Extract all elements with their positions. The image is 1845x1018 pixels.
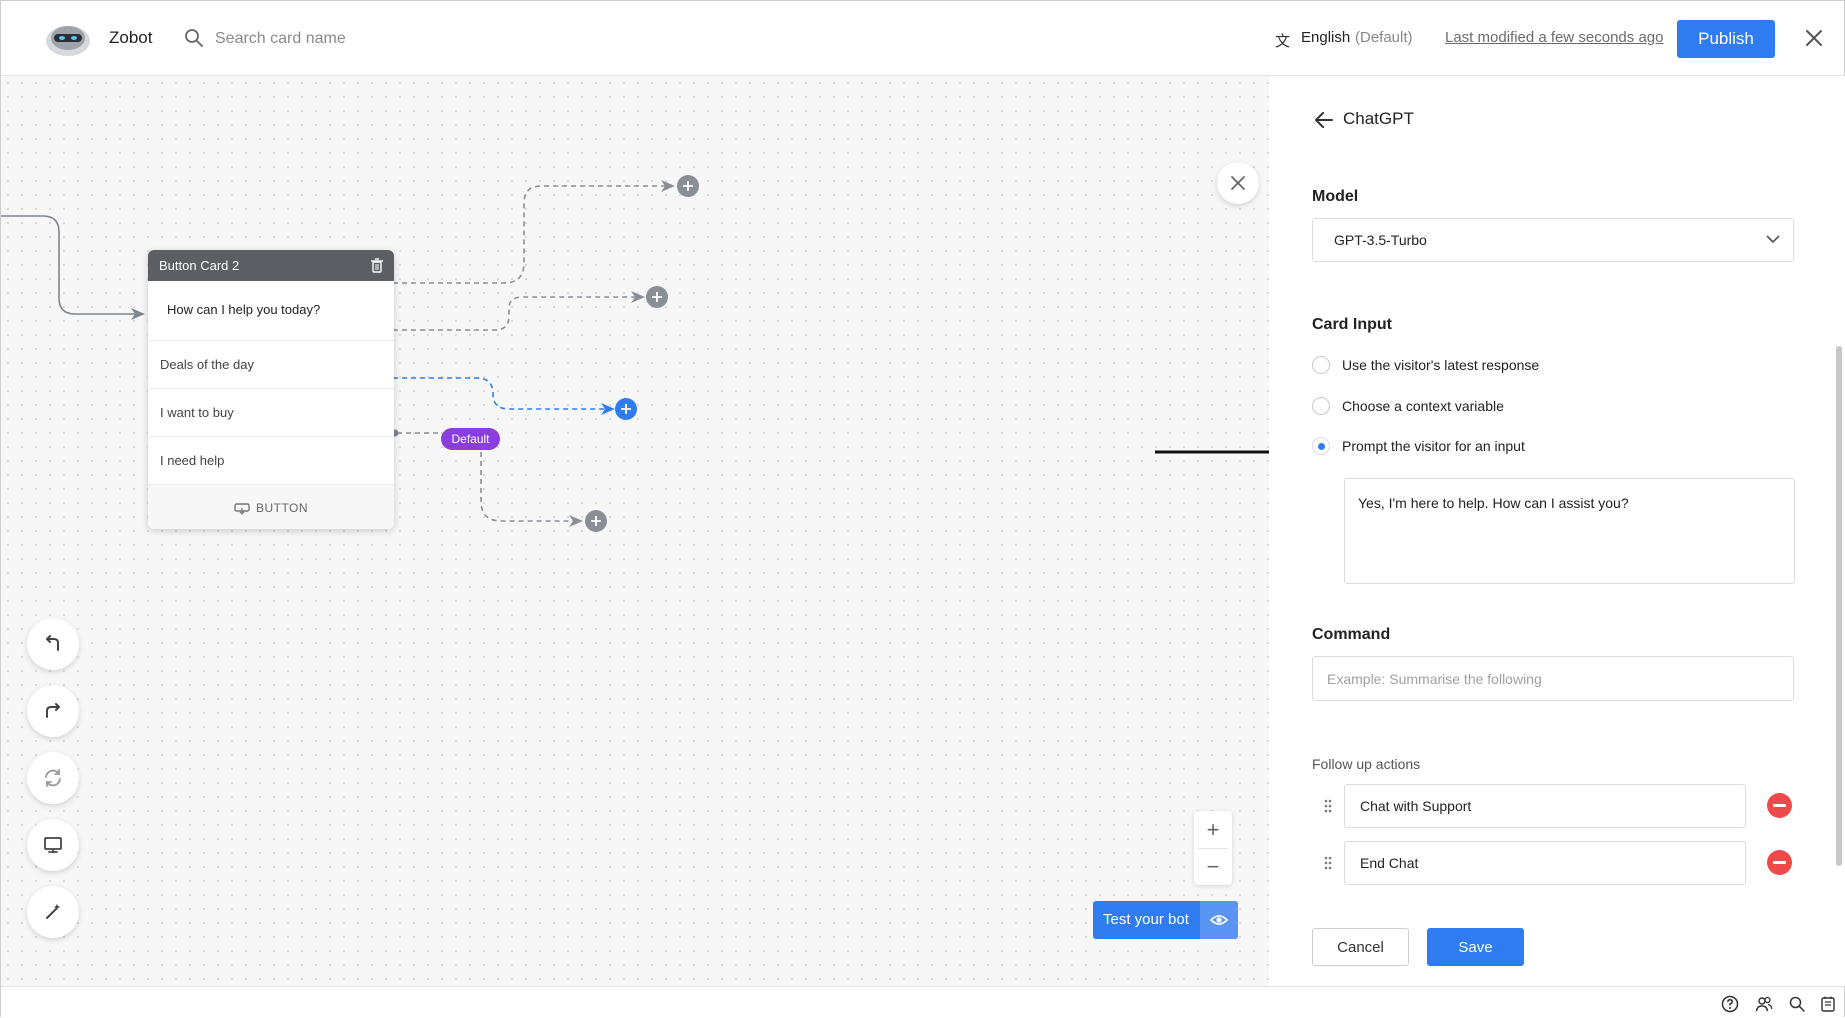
radio-button[interactable] [1312, 356, 1330, 374]
followup-text: End Chat [1360, 855, 1419, 871]
eye-icon [1210, 915, 1228, 925]
zoom-divider [1198, 848, 1228, 849]
radio-label: Prompt the visitor for an input [1342, 438, 1525, 454]
search-icon[interactable] [1788, 995, 1806, 1013]
card-title: Button Card 2 [159, 258, 240, 273]
zoom-in-button[interactable]: + [1206, 817, 1220, 842]
zoom-out-button[interactable]: − [1206, 854, 1220, 879]
zobot-logo [46, 26, 90, 56]
remove-followup-button[interactable] [1767, 793, 1792, 818]
users-icon[interactable] [1755, 995, 1773, 1013]
drag-handle-icon[interactable] [1324, 856, 1332, 870]
followup-row: End Chat [1312, 841, 1792, 885]
back-arrow-icon[interactable] [1314, 110, 1334, 130]
card-footer-label: BUTTON [255, 501, 309, 515]
card-option[interactable]: I need help [148, 437, 394, 485]
prompt-textarea[interactable]: Yes, I'm here to help. How can I assist … [1344, 478, 1795, 584]
chevron-down-icon [1766, 235, 1780, 244]
command-label: Command [1312, 626, 1391, 643]
auto-arrange-button[interactable] [27, 886, 79, 938]
language-default-note: (Default) [1355, 29, 1413, 46]
add-node-icon [615, 398, 637, 420]
search-icon [185, 29, 203, 47]
test-bot-button[interactable]: Test your bot [1093, 901, 1238, 939]
preview-toggle[interactable] [1200, 901, 1238, 939]
remove-followup-button[interactable] [1767, 850, 1792, 875]
zoom-controls: + − [1194, 811, 1232, 885]
refresh-icon [45, 769, 61, 787]
card-header[interactable]: Button Card 2 [148, 250, 394, 281]
card-input-label: Card Input [1312, 316, 1392, 333]
redo-icon [46, 703, 60, 718]
radio-label: Choose a context variable [1342, 398, 1504, 414]
close-icon[interactable] [1801, 25, 1827, 51]
translate-icon[interactable]: 文 [1275, 33, 1291, 50]
reset-button[interactable] [27, 752, 79, 804]
prompt-text: Yes, I'm here to help. How can I assist … [1358, 495, 1629, 511]
model-selected-value: GPT-3.5-Turbo [1334, 232, 1427, 248]
command-input[interactable] [1312, 656, 1794, 701]
panel-title: ChatGPT [1343, 109, 1414, 128]
preview-button[interactable] [27, 819, 79, 871]
drag-handle-icon[interactable] [1324, 799, 1332, 813]
model-label: Model [1312, 188, 1359, 205]
flow-canvas[interactable]: Button Card 2 How can I help you today? … [1, 76, 1305, 986]
flow-connectors [1, 175, 699, 532]
followup-input[interactable]: End Chat [1344, 841, 1746, 885]
radio-button-selected[interactable] [1312, 437, 1330, 455]
add-node-icon [646, 286, 668, 308]
followup-text: Chat with Support [1360, 798, 1472, 814]
followup-input[interactable]: Chat with Support [1344, 784, 1746, 828]
app-name: Zobot [109, 28, 153, 47]
radio-label: Use the visitor's latest response [1342, 357, 1540, 373]
status-bar [1, 986, 1844, 1018]
card-option[interactable]: I want to buy [148, 389, 394, 437]
monitor-icon [44, 837, 62, 853]
default-badge[interactable]: Default [441, 428, 500, 450]
card-question: How can I help you today? [148, 281, 394, 341]
chatgpt-settings-panel: ChatGPT Model GPT-3.5-Turbo Card Input U… [1269, 76, 1845, 986]
panel-scrollbar[interactable] [1836, 346, 1842, 866]
magic-wand-icon [46, 904, 60, 919]
card-footer: BUTTON [148, 485, 394, 529]
add-node-icon [585, 510, 607, 532]
redo-button[interactable] [27, 685, 79, 737]
top-bar: Zobot 文 English (Default) Last modified … [1, 1, 1844, 76]
cancel-button[interactable]: Cancel [1312, 928, 1409, 966]
undo-icon [46, 635, 59, 651]
save-button[interactable]: Save [1427, 928, 1524, 966]
language-selector[interactable]: English [1301, 29, 1351, 46]
search-input[interactable] [213, 23, 517, 55]
close-icon [1231, 176, 1245, 190]
followup-label: Follow up actions [1312, 756, 1421, 772]
add-node-icon [677, 175, 699, 197]
publish-button[interactable]: Publish [1677, 20, 1775, 58]
last-modified-link[interactable]: Last modified a few seconds ago [1445, 29, 1664, 46]
trash-icon[interactable] [370, 258, 384, 273]
card-option[interactable]: Deals of the day [148, 341, 394, 389]
button-type-icon [234, 503, 250, 515]
notes-icon[interactable] [1819, 995, 1837, 1013]
followup-row: Chat with Support [1312, 784, 1792, 828]
radio-button[interactable] [1312, 397, 1330, 415]
test-bot-label: Test your bot [1103, 911, 1189, 928]
button-card[interactable]: Button Card 2 How can I help you today? … [148, 250, 394, 529]
undo-button[interactable] [27, 618, 79, 670]
help-icon[interactable] [1721, 995, 1739, 1013]
canvas-close-button[interactable] [1217, 162, 1259, 204]
model-select[interactable]: GPT-3.5-Turbo [1312, 218, 1794, 262]
